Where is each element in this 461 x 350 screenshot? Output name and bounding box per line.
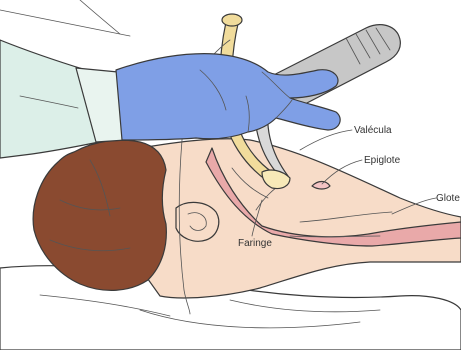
label-valecula: Valécula <box>354 125 392 136</box>
clinician-sleeve <box>0 0 130 158</box>
label-epiglote: Epiglote <box>364 155 401 166</box>
patient-skin <box>120 139 461 298</box>
label-faringe: Faringe <box>238 238 272 249</box>
patient-ear <box>176 202 219 241</box>
label-glote: Glote <box>436 193 460 204</box>
